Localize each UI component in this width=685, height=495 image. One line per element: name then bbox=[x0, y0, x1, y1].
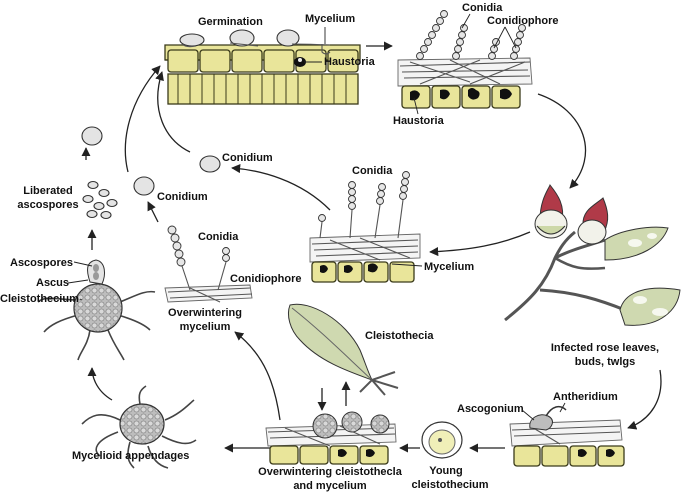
label-mycelioid: Mycelioid appendages bbox=[72, 450, 189, 462]
label-conidiophore-left: Conidiophore bbox=[230, 273, 302, 285]
leaf-cells-tr bbox=[401, 85, 521, 109]
label-ascus: Ascus bbox=[36, 277, 69, 289]
label-overwintering-mycelium-2: mycelium bbox=[180, 321, 231, 333]
haustoria-top bbox=[294, 57, 306, 67]
label-infected-2: buds, twlgs bbox=[575, 356, 636, 368]
arrow-conidia-to-rose bbox=[537, 93, 587, 189]
rose-bud-left bbox=[534, 184, 568, 239]
label-conidia-tr: Conidia bbox=[462, 2, 503, 14]
label-overwintering-cl-1: Overwintering cleistothecla bbox=[258, 466, 403, 478]
label-antheridium: Antheridium bbox=[553, 391, 618, 403]
conidia-production-stage: Conidia Conidiophore Haustoria bbox=[393, 2, 559, 127]
conidia-chains-center bbox=[318, 171, 410, 239]
label-liberated-1: Liberated bbox=[23, 185, 73, 197]
leaf-tissue-top bbox=[164, 44, 361, 105]
label-conidium-mid: Conidium bbox=[222, 152, 273, 164]
conidium-mid: Conidium bbox=[199, 152, 273, 173]
label-overwintering-mycelium-1: Overwintering bbox=[168, 307, 242, 319]
label-cleistothecium: Cleistothecium bbox=[0, 293, 79, 305]
mycelioid-appendages-stage: Mycelioid appendages bbox=[72, 385, 197, 469]
label-young-2: cleistothecium bbox=[411, 479, 488, 491]
label-mycelium-center: Mycelium bbox=[424, 261, 474, 273]
center-conidia-stage: Conidia Mycelium bbox=[309, 165, 474, 283]
leaf-with-cleistothecia: Cleistothecia bbox=[287, 303, 434, 396]
young-cleistothecium: Young cleistothecium bbox=[411, 421, 489, 491]
arrow-cleistothecia-to-overwintering-mycelium bbox=[234, 331, 281, 421]
label-haustoria-top: Haustoria bbox=[324, 56, 376, 68]
label-mycelium-top: Mycelium bbox=[305, 13, 355, 25]
arrow-rose-to-conidia bbox=[429, 231, 531, 257]
arrow-mycelioid-to-cleisto bbox=[87, 367, 113, 401]
label-conidia-left: Conidia bbox=[198, 231, 239, 243]
liberated-ascospores bbox=[82, 180, 118, 220]
germination-stage: Germination Mycelium Haustoria bbox=[164, 13, 376, 105]
label-ascogonium: Ascogonium bbox=[457, 403, 524, 415]
label-germination: Germination bbox=[198, 16, 263, 28]
arrow-conidiophore-to-conidium bbox=[147, 201, 159, 223]
arrow-center-to-conidium bbox=[231, 164, 331, 211]
arrow-conidium-mid-to-germination bbox=[155, 71, 191, 153]
rose-stem bbox=[504, 230, 626, 322]
infected-leaf-lower bbox=[619, 287, 681, 326]
infected-rose-plant: Infected rose leaves, buds, twlgs bbox=[504, 184, 681, 368]
mycelium-mat-tr bbox=[397, 57, 533, 87]
arrow-conidium-left-to-germination bbox=[124, 65, 161, 173]
cleistothecium-with-ascus bbox=[37, 259, 156, 361]
germinating-spores bbox=[179, 29, 331, 55]
label-infected-1: Infected rose leaves, bbox=[551, 342, 659, 354]
label-young-1: Young bbox=[429, 465, 462, 477]
label-cleistothecia: Cleistothecia bbox=[365, 330, 434, 342]
ascospore-release-stage: Liberated ascospores Ascospores Ascus Cl… bbox=[0, 126, 156, 361]
label-haustoria-tr: Haustoria bbox=[393, 115, 445, 127]
label-overwintering-cl-2: and mycelium bbox=[293, 480, 367, 492]
arrow-rose-to-sexual bbox=[627, 369, 662, 430]
label-liberated-2: ascospores bbox=[17, 199, 78, 211]
label-conidium-left: Conidium bbox=[157, 191, 208, 203]
sexual-stage: Antheridium Ascogonium bbox=[457, 391, 625, 467]
infected-leaf-upper bbox=[604, 226, 669, 261]
conidium-left: Conidium bbox=[133, 176, 208, 203]
overwintering-mycelium-stage: Conidia Conidiophore Overwintering mycel… bbox=[164, 225, 302, 333]
label-conidia-center: Conidia bbox=[352, 165, 393, 177]
label-ascospores: Ascospores bbox=[10, 257, 73, 269]
rose-bud-right bbox=[577, 197, 609, 245]
label-conidiophore-tr: Conidiophore bbox=[487, 15, 559, 27]
conidia-chains-tr bbox=[416, 10, 526, 60]
overwintering-cleistothecia-stage: Overwintering cleistothecla and mycelium bbox=[258, 411, 403, 492]
